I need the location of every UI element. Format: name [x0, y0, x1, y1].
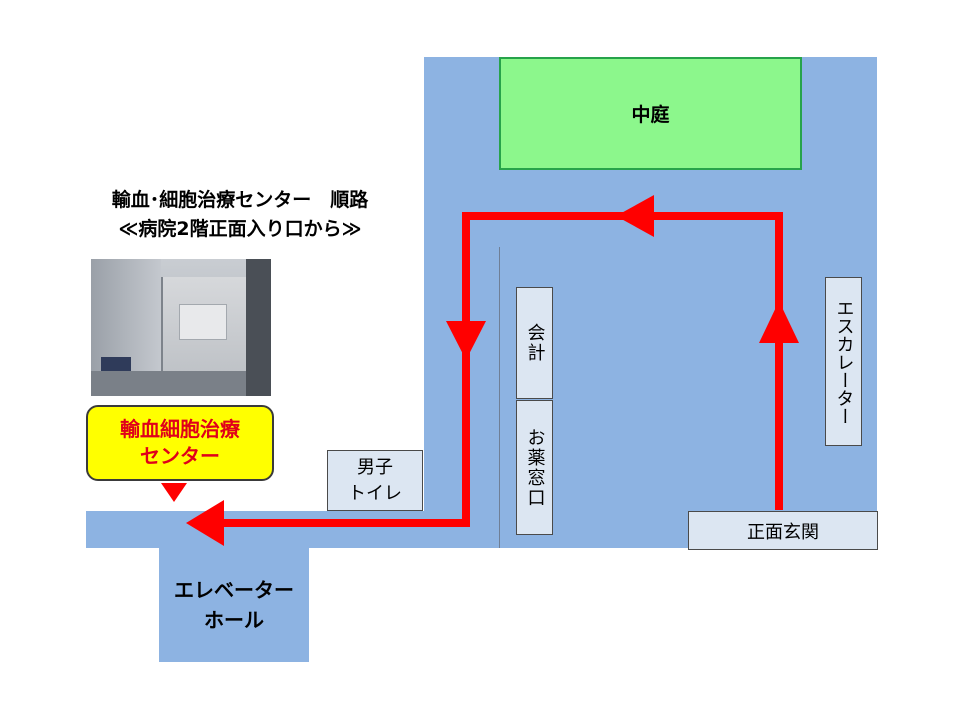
main-entrance-label: 正面玄関 — [747, 521, 819, 543]
corridor-horizontal — [86, 511, 486, 548]
elevator-hall-box: エレベーター ホール — [159, 547, 309, 662]
title-line-1: 輸血･細胞治療センター 順路 — [111, 189, 369, 211]
courtyard-box: 中庭 — [499, 57, 802, 170]
escalator-label: エスカレーター — [833, 298, 855, 425]
destination-callout: 輸血細胞治療 センター — [86, 405, 274, 481]
mens-toilet-line-2: トイレ — [348, 482, 402, 504]
elevator-hall-line-1: エレベーター — [174, 577, 294, 602]
route-arrow-up-icon — [759, 301, 799, 343]
page-title: 輸血･細胞治療センター 順路 ≪病院2階正面入り口から≫ — [60, 186, 420, 244]
divider-line — [499, 247, 500, 548]
mens-toilet-line-1: 男子 — [357, 456, 393, 478]
title-line-2: ≪病院2階正面入り口から≫ — [118, 218, 362, 240]
route-arrow-end-icon — [186, 500, 224, 546]
route-arrow-down-icon — [446, 321, 486, 360]
route-path — [200, 212, 783, 527]
mens-toilet-box: 男子 トイレ — [327, 450, 423, 511]
callout-line-2: センター — [140, 444, 220, 468]
cashier-label: 会計 — [524, 323, 546, 363]
main-entrance-box: 正面玄関 — [688, 511, 878, 550]
elevator-hall-line-2: ホール — [204, 607, 264, 632]
elevator-hall-area — [159, 547, 309, 662]
pharmacy-label: お薬窓口 — [524, 427, 546, 508]
cashier-box: 会計 — [516, 287, 553, 399]
escalator-box: エスカレーター — [825, 277, 862, 446]
pharmacy-box: お薬窓口 — [516, 400, 553, 535]
callout-pointer-icon — [161, 483, 187, 502]
callout-line-1: 輸血細胞治療 — [120, 417, 240, 441]
courtyard-label: 中庭 — [631, 104, 670, 126]
center-entrance-photo — [91, 259, 271, 396]
route-arrow-left-icon — [616, 195, 654, 237]
